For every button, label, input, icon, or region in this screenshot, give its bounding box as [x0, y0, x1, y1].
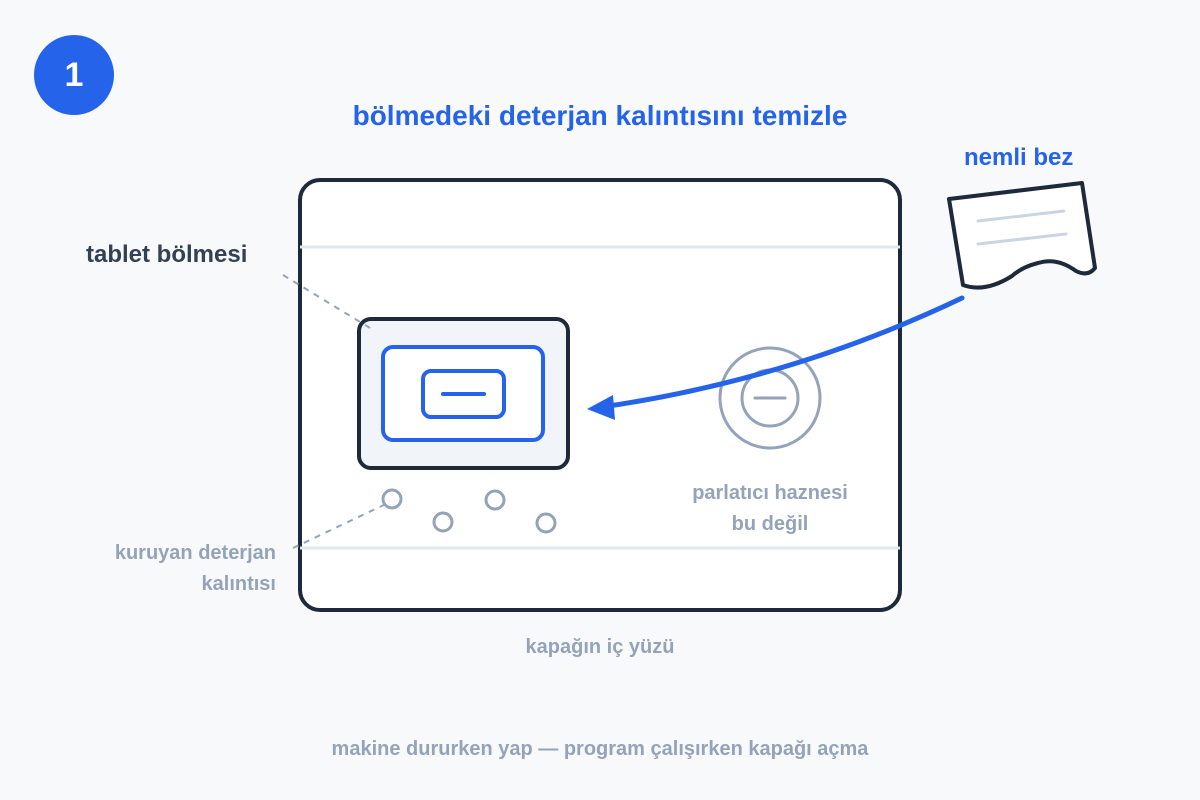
rinse-aid-label: parlatıcı haznesi bu değil — [660, 478, 880, 540]
damp-cloth-label: nemli bez — [964, 144, 1074, 171]
arrow-head — [587, 395, 615, 420]
rinse-aid-label-line2: bu değil — [731, 513, 809, 535]
dried-residue-label-line2: kalıntısı — [201, 573, 276, 595]
arrow-icon — [587, 295, 965, 420]
dried-residue-label: kuruyan deterjan kalıntısı — [60, 538, 276, 600]
tablet-compartment-label: tablet bölmesi — [86, 241, 248, 268]
residue-dot — [484, 489, 506, 511]
residue-dot — [432, 511, 454, 533]
rinse-aid-label-line1: parlatıcı haznesi — [692, 482, 848, 504]
residue-dots-icon — [381, 488, 557, 534]
step-number-badge: 1 — [34, 35, 114, 115]
tablet-leader-line — [282, 274, 371, 329]
residue-dot — [381, 488, 403, 510]
dried-residue-label-line1: kuruyan deterjan — [114, 542, 276, 564]
rinse-aid-cap-icon — [718, 346, 822, 450]
rinse-aid-cap-outer — [718, 346, 822, 450]
damp-cloth-icon — [947, 181, 1097, 290]
safety-note: makine dururken yap — program çalışırken… — [331, 738, 869, 760]
arrow-shaft — [599, 295, 965, 410]
tablet-compartment-icon — [357, 317, 570, 470]
instruction-title: bölmedeki deterjan kalıntısını temizle — [352, 100, 848, 131]
damp-cloth-line — [976, 232, 1068, 246]
residue-leader-line — [292, 502, 389, 549]
door-outline — [298, 178, 902, 612]
damp-cloth-shape — [947, 181, 1097, 290]
door-inside-label: kapağın iç yüzü — [525, 636, 675, 658]
residue-dot — [535, 512, 557, 534]
damp-cloth-line — [976, 209, 1066, 223]
